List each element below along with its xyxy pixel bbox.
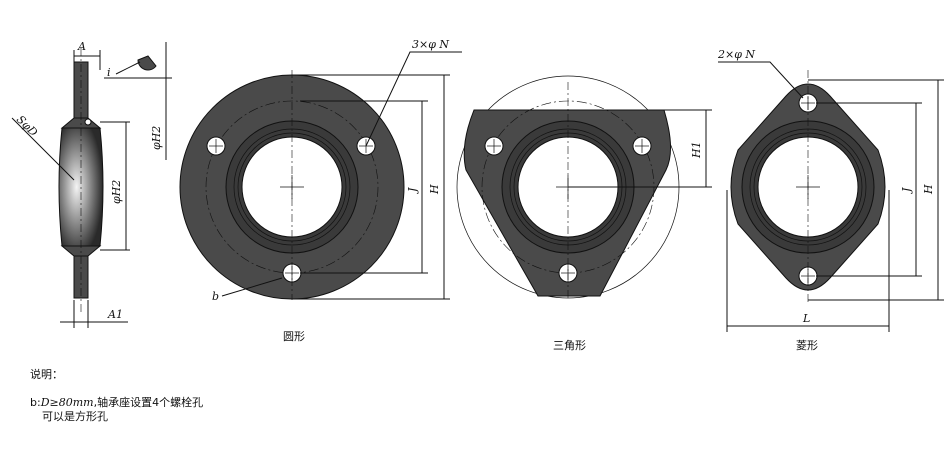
- notes-title: 说明：: [30, 368, 63, 381]
- side-label-i: i: [107, 66, 111, 79]
- diamond-label-H: H: [922, 184, 935, 195]
- notes-line-2: 可以是方形孔: [42, 410, 108, 423]
- round-view: [179, 51, 462, 300]
- triangle-caption: 三角形: [553, 339, 586, 352]
- notes-line-1-prefix: b:: [30, 396, 41, 409]
- diamond-label-holes: 2×φ N: [717, 48, 755, 61]
- round-label-J: J: [406, 187, 419, 194]
- side-label-phiH2: φH2: [110, 180, 123, 204]
- round-label-b: b: [212, 290, 219, 303]
- lube-hole: [84, 118, 92, 126]
- detail-i-symbol: [137, 55, 157, 71]
- notes-line-1-rest: ,轴承座设置4个螺栓孔: [93, 396, 204, 409]
- side-label-SphiD: SφD: [14, 113, 40, 139]
- round-caption: 圆形: [283, 330, 305, 343]
- round-holes-leader: [365, 51, 462, 147]
- diamond-label-L: L: [802, 312, 810, 325]
- diamond-caption: 菱形: [796, 339, 818, 352]
- diamond-label-J: J: [900, 187, 913, 194]
- round-label-holes: 3×φ N: [412, 38, 449, 51]
- triangle-label-H1: H1: [690, 141, 703, 159]
- diamond-view: [718, 61, 944, 332]
- notes-line-1: b:D≥80mm,轴承座设置4个螺栓孔: [30, 394, 203, 410]
- triangle-view: [456, 75, 712, 300]
- side-label-A1: A1: [107, 308, 123, 321]
- diamond-holes-leader: [718, 61, 804, 99]
- side-label-A: A: [77, 40, 86, 53]
- round-label-H: H: [428, 184, 441, 195]
- side-label-phiH2-top: φH2: [150, 126, 163, 150]
- side-view: [11, 42, 172, 328]
- dim-SphiD-leader: [11, 117, 75, 181]
- notes-line-1-formula: D≥80mm: [40, 396, 94, 409]
- round-b-leader: [221, 277, 283, 297]
